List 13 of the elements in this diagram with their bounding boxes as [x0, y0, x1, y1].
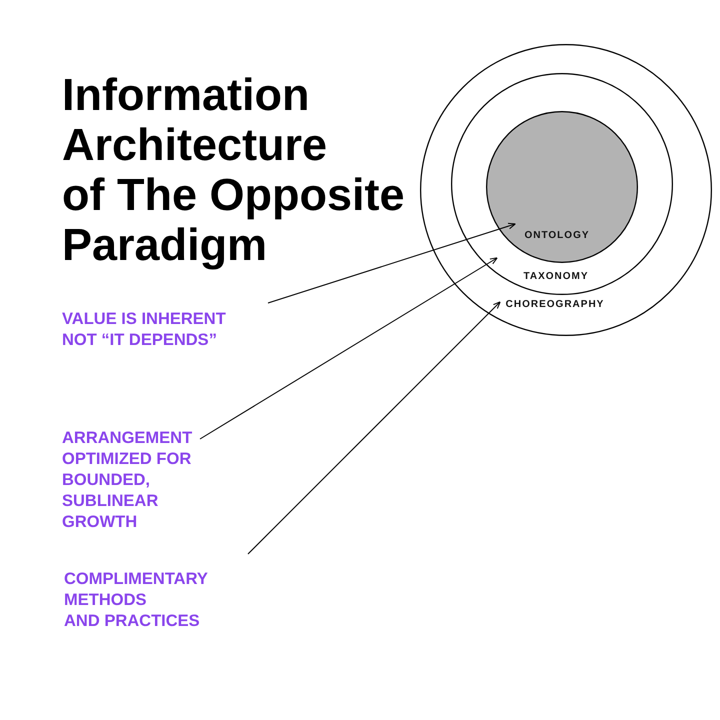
annotation-text: ARRANGEMENT OPTIMIZED FOR BOUNDED, SUBLINEAR GROWTH	[62, 428, 192, 533]
ring-label: TAXONOMY	[523, 271, 589, 283]
inner-circle	[486, 111, 638, 263]
leader-arrow	[248, 301, 501, 554]
annotation-text: COMPLIMENTARY METHODS AND PRACTICES	[64, 569, 208, 632]
ring-label: CHOREOGRAPHY	[506, 299, 604, 311]
outer-circle	[420, 44, 712, 336]
ring-label: ONTOLOGY	[524, 230, 590, 242]
annotation-text: VALUE IS INHERENT NOT “IT DEPENDS”	[62, 309, 226, 351]
middle-circle	[451, 73, 673, 295]
leader-arrow	[268, 222, 516, 304]
diagram-title: Information Architecture of The Opposite Paradigm	[62, 70, 405, 270]
leader-arrow	[200, 257, 498, 440]
